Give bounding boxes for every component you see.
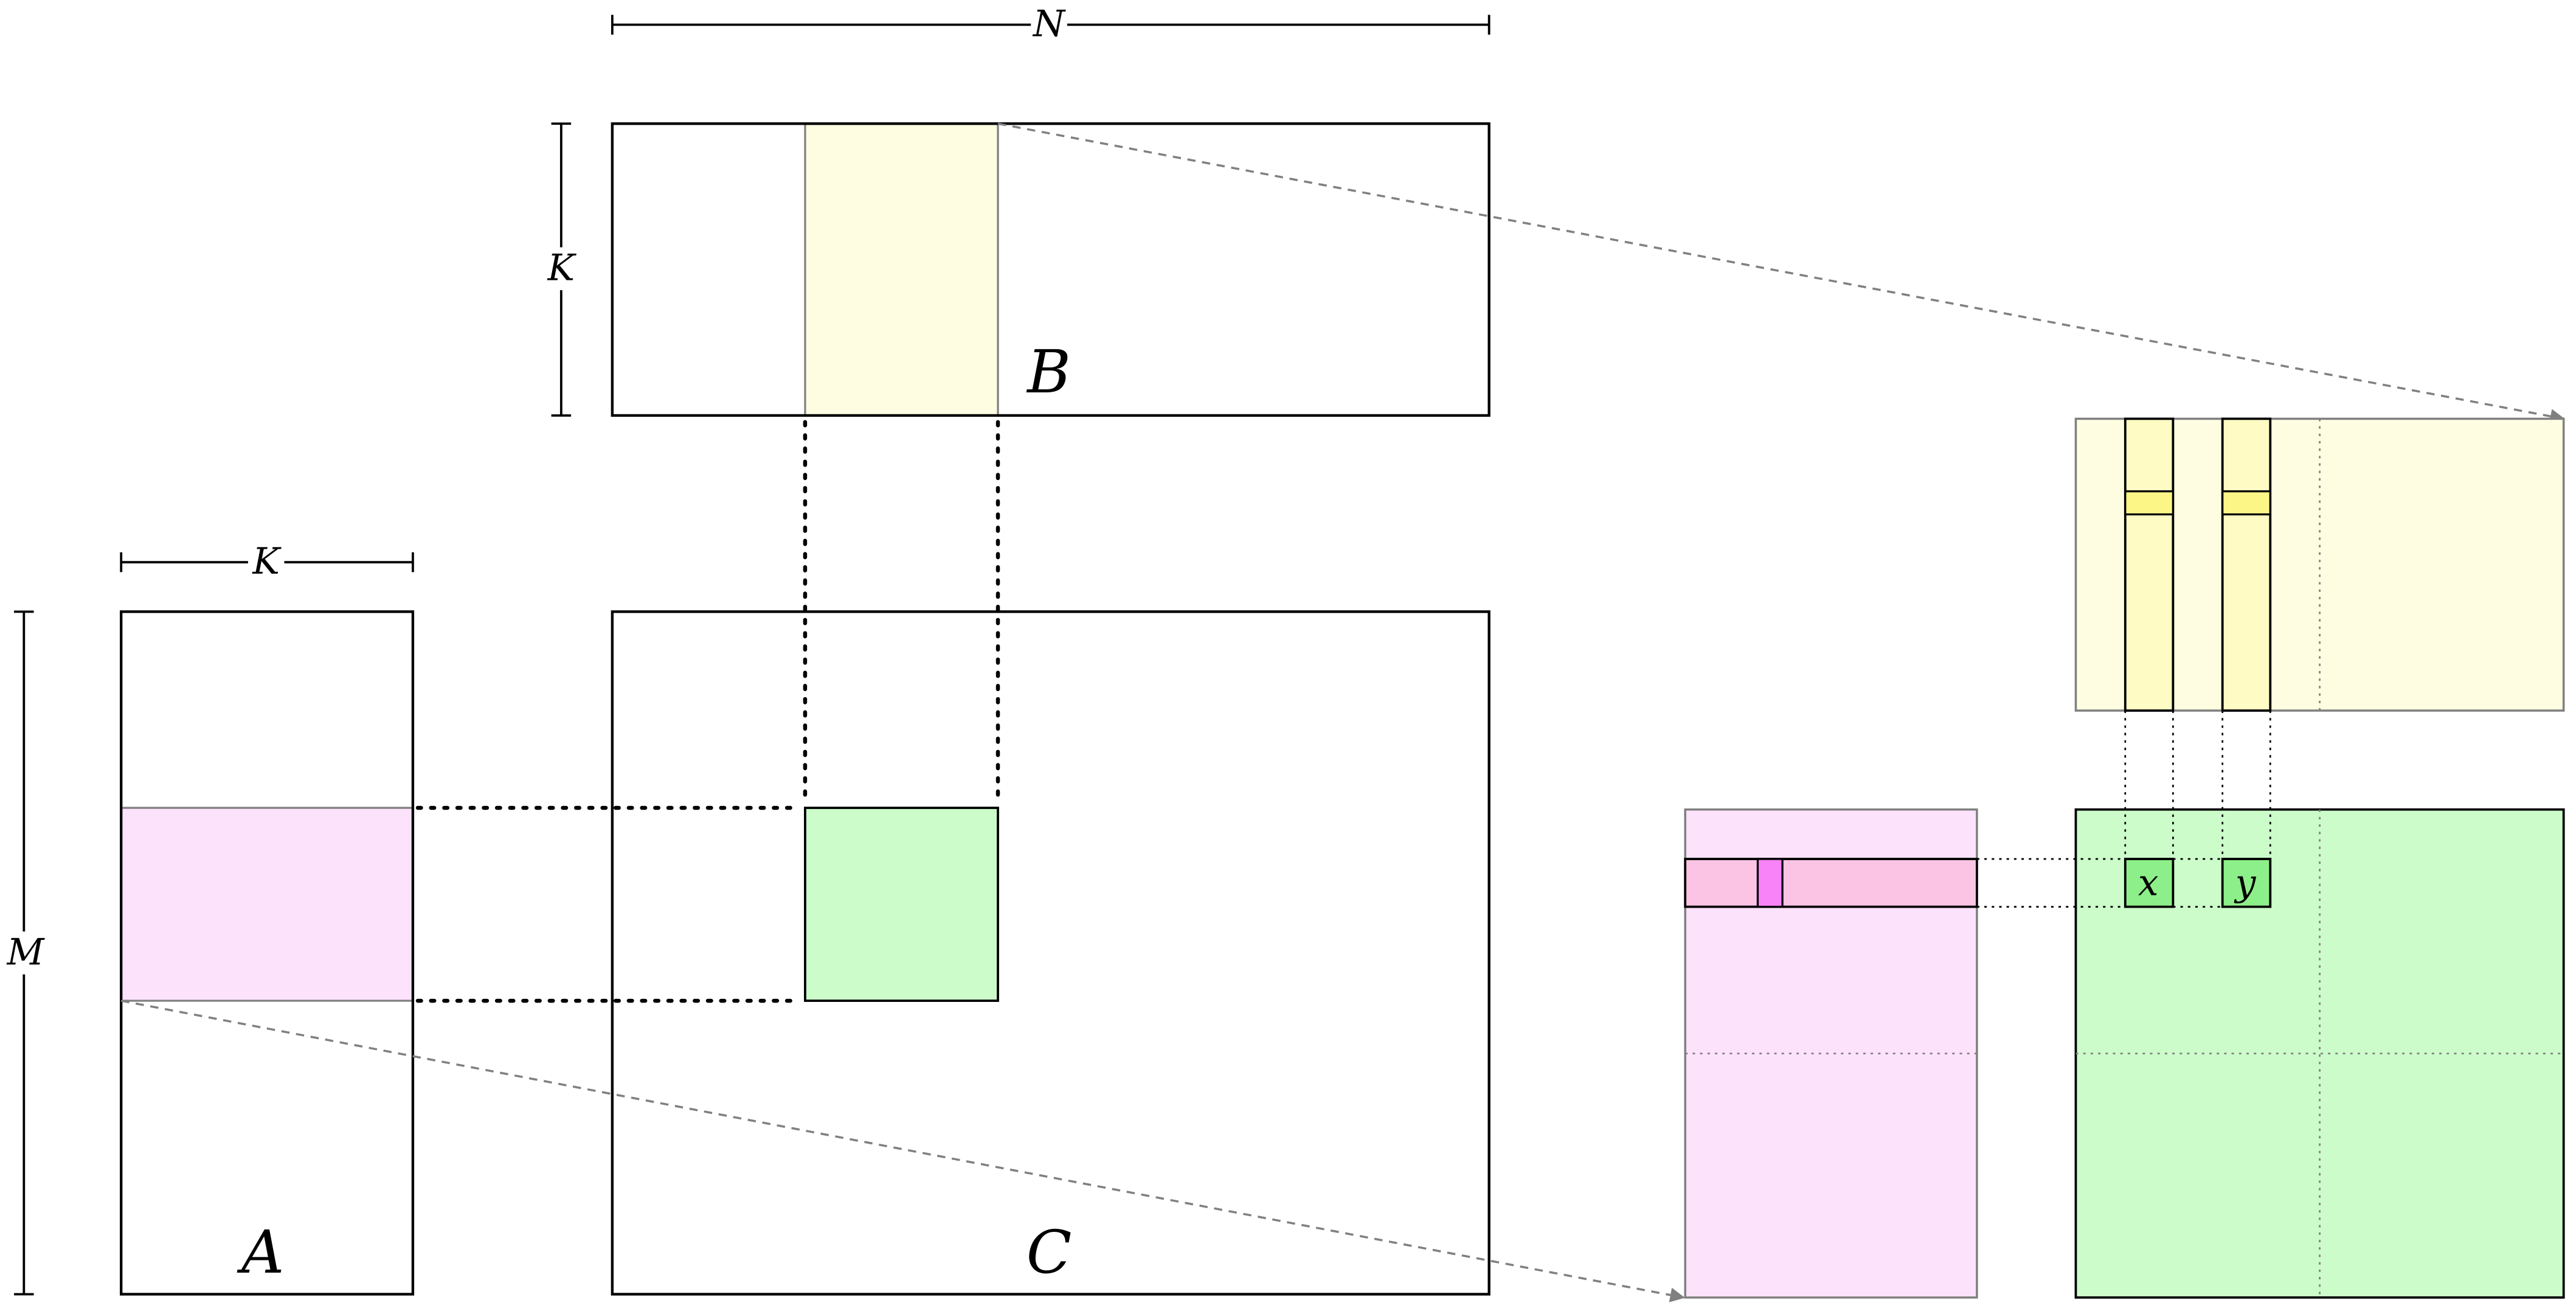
matrix-b-outline xyxy=(611,122,1491,417)
element-y-label: y xyxy=(2234,863,2257,905)
dimension-n: N xyxy=(611,4,1491,46)
element-x-label: x xyxy=(2138,863,2159,905)
tile-projection-lines xyxy=(415,420,1000,1003)
matrix-a-outline xyxy=(120,610,415,1296)
zoomed-c-element-y xyxy=(2221,858,2272,908)
dimension-k-left-label: K xyxy=(252,541,282,583)
zoomed-b-tile xyxy=(2074,417,2565,712)
matrix-a-row-tile xyxy=(120,807,414,1002)
zoomed-b-column-1 xyxy=(2124,417,2175,712)
matrix-c-output-tile xyxy=(804,807,999,1002)
dimension-n-label: N xyxy=(1032,4,1066,46)
matrix-b-column-tile xyxy=(804,122,999,417)
zoomed-c-element-x xyxy=(2124,858,2175,908)
matrix-c-outline xyxy=(611,610,1491,1296)
dimension-m: M xyxy=(5,610,46,1296)
matrix-c: C xyxy=(611,610,1491,1296)
zoomed-b-column-2 xyxy=(2221,417,2272,712)
matrix-a-label: A xyxy=(237,1218,284,1287)
matrix-a: A xyxy=(120,610,415,1296)
dimension-k-left: K xyxy=(120,541,414,583)
zoomed-b-column-2-element xyxy=(2221,490,2271,516)
matrix-b: B xyxy=(611,122,1491,417)
zoomed-b-column-1-element xyxy=(2124,490,2174,516)
zoomed-a-row xyxy=(1684,858,1978,908)
zoom-arrow-b xyxy=(997,122,2566,424)
zoom-arrow-a xyxy=(120,999,1685,1302)
matrix-b-label: B xyxy=(1026,338,1071,407)
dimension-k-top-label: K xyxy=(547,248,577,290)
zoomed-a-row-element xyxy=(1756,858,1784,908)
zoomed-a-tile xyxy=(1684,808,1978,1299)
matrix-c-label: C xyxy=(1027,1218,1072,1287)
dimension-k-top: K xyxy=(543,122,580,417)
zoomed-c-tile: x y xyxy=(2074,808,2565,1299)
dimension-m-label: M xyxy=(6,931,45,973)
